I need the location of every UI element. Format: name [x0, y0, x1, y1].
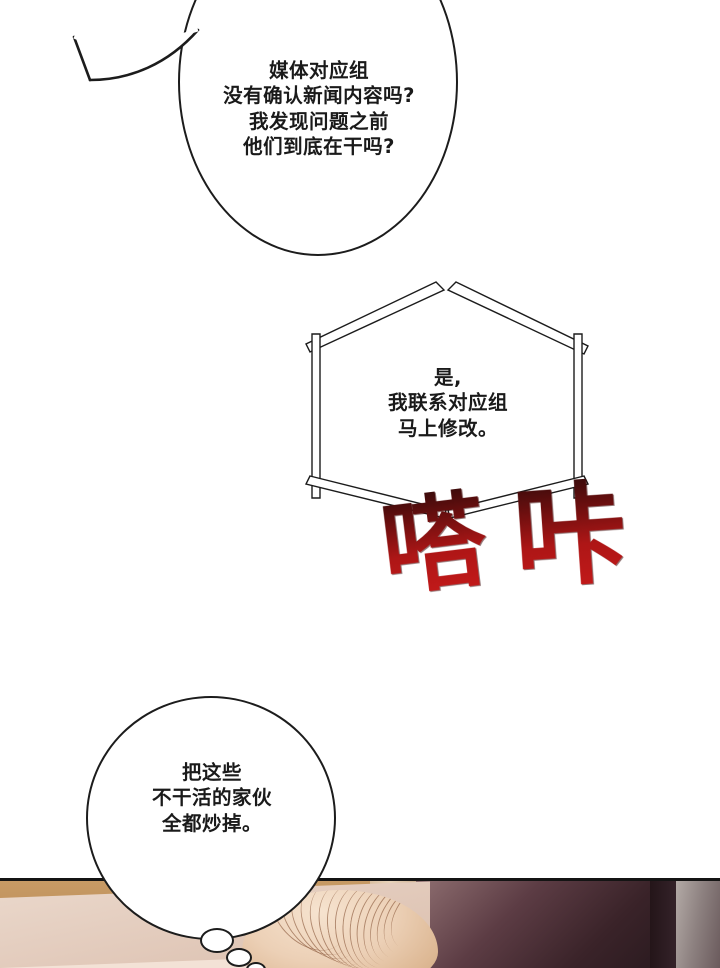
- thought-bubble-dot-medium: [226, 948, 252, 967]
- speech-bubble-shout-text: 媒体对应组 没有确认新闻内容吗? 我发现问题之前 他们到底在干吗?: [223, 59, 415, 159]
- speech-bubble-shout-tail: [72, 28, 200, 82]
- sound-effect-char-2: 咔: [509, 467, 631, 605]
- dark-back-wall: [414, 881, 664, 968]
- speech-bubble-hexagon-text: 是, 我联系对应组 马上修改。: [387, 366, 508, 440]
- sound-effect-char-1: 嗒: [374, 477, 494, 611]
- office-scene: [0, 878, 720, 968]
- back-wall-edge: [650, 881, 678, 968]
- sound-effect: 嗒 咔: [372, 467, 642, 636]
- speech-bubble-hexagon: [304, 281, 590, 519]
- panel-divider: [0, 878, 720, 881]
- thought-bubble-text: 把这些 不干活的家伙 全都炒掉。: [151, 761, 272, 835]
- right-wall-panel: [676, 881, 720, 968]
- thought-bubble-dot-large: [200, 928, 234, 953]
